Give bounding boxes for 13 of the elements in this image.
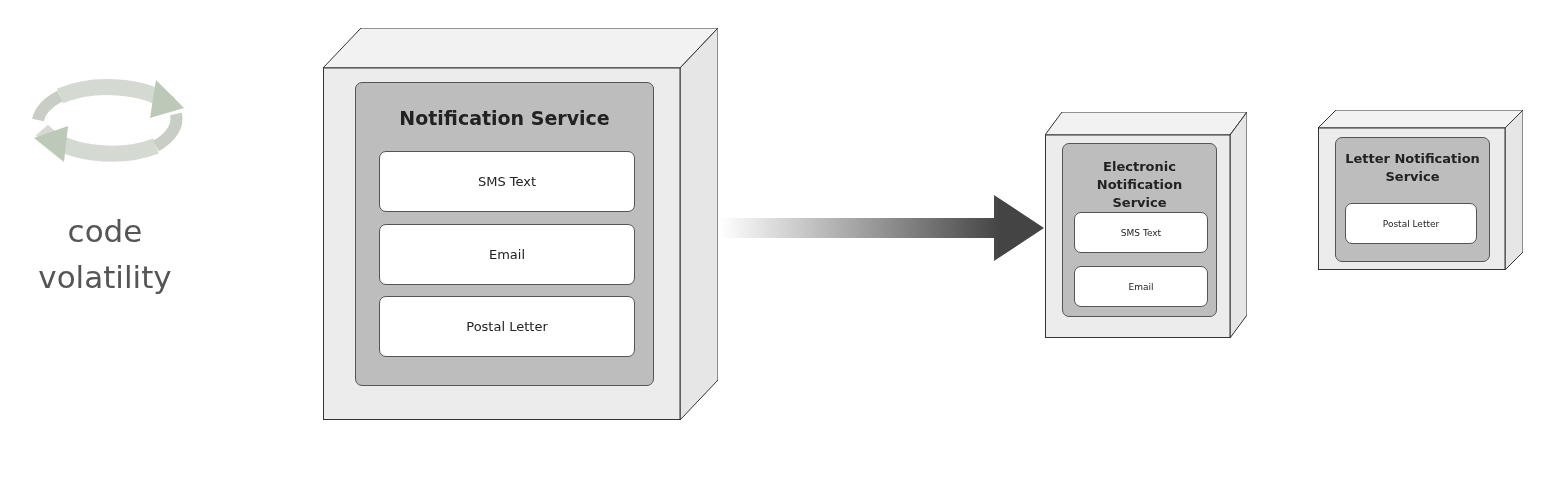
channel-card: Postal Letter bbox=[379, 296, 635, 357]
service-panel bbox=[1062, 143, 1217, 317]
service-panel bbox=[355, 82, 654, 386]
channel-card: Email bbox=[379, 224, 635, 285]
service-panel bbox=[1335, 137, 1490, 262]
panel-title: Notification Service bbox=[398, 106, 611, 131]
panel-title: Letter Notification Service bbox=[1344, 150, 1481, 186]
panel-title: Electronic Notification Service bbox=[1095, 158, 1184, 212]
channel-card: SMS Text bbox=[379, 151, 635, 212]
caption-text: code volatility bbox=[37, 212, 173, 297]
channel-card: Postal Letter bbox=[1345, 203, 1477, 244]
channel-card: Email bbox=[1074, 266, 1208, 307]
channel-card: SMS Text bbox=[1074, 212, 1208, 253]
